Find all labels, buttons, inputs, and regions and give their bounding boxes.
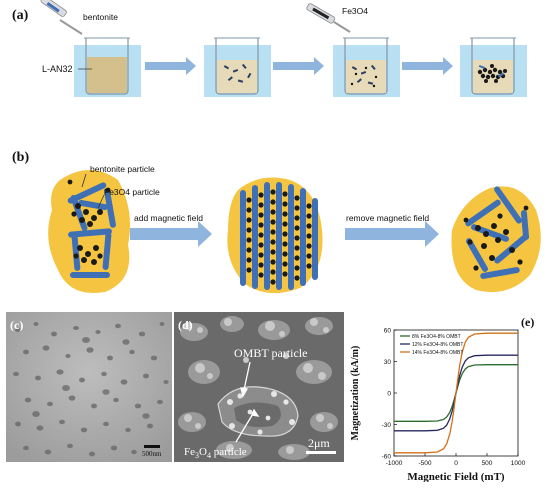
x-tick-label: -500 bbox=[418, 460, 431, 467]
sem-texture bbox=[174, 312, 344, 462]
arrow-3 bbox=[402, 57, 453, 75]
sem-fe3o4-label: Fe3O4 particle bbox=[184, 446, 247, 460]
fe3o4-random bbox=[67, 179, 111, 265]
panel-c-label: (c) bbox=[10, 318, 24, 332]
y-axis-label: Magnetization (kA/m) bbox=[350, 346, 361, 441]
y-tick-label: -60 bbox=[382, 454, 392, 461]
fe3o4-sub-4: 4 bbox=[363, 6, 369, 16]
arrow-add-field bbox=[130, 221, 212, 247]
beaker-2 bbox=[204, 37, 271, 97]
x-tick-label: -1000 bbox=[386, 460, 403, 467]
sem-o: O bbox=[199, 446, 207, 458]
legend-label: 14% Fe3O4-8% OMBT bbox=[412, 350, 463, 356]
liquid-pointer bbox=[78, 68, 92, 70]
sem-scale-label: 2μm bbox=[308, 436, 330, 450]
arrow-1 bbox=[145, 57, 196, 75]
clay-aligned bbox=[240, 182, 318, 290]
y-tick-label: 0 bbox=[387, 391, 391, 398]
pointer-bentonite bbox=[81, 173, 87, 188]
arrow-2 bbox=[273, 57, 324, 75]
x-tick-label: 0 bbox=[454, 460, 458, 467]
legend-label: 8% Fe3O4-8% OMBT bbox=[412, 334, 461, 340]
ombt-particle-label: OMBT particle bbox=[234, 346, 308, 360]
add-field-label: add magnetic field bbox=[134, 213, 203, 223]
sem-sub-3: 3 bbox=[195, 451, 199, 461]
x-tick-label: 500 bbox=[482, 460, 493, 467]
panel-e-label: (e) bbox=[521, 315, 534, 329]
panel-a-diagram bbox=[40, 0, 527, 97]
spatula-bentonite-icon bbox=[40, 0, 83, 35]
panel-d-label: (d) bbox=[178, 318, 193, 332]
sem-image: (d) OMBT particle Fe3O4 particle 2μm bbox=[174, 312, 344, 462]
fe3o4-relaxed bbox=[463, 205, 529, 271]
sem-sub-4: 4 bbox=[206, 451, 211, 461]
panel-b-label: (b) bbox=[12, 150, 30, 165]
beaker-4 bbox=[460, 37, 527, 97]
liquid-label: L-AN32 bbox=[42, 64, 73, 74]
magnetization-chart: (e) -1000 -500 0 500 1000 -60 -30 0 30 60 8% Fe3O… bbox=[350, 315, 534, 482]
fe3o4-o: O bbox=[356, 6, 364, 16]
bentonite-label: bentonite bbox=[83, 12, 118, 22]
fe3o4-fe: Fe bbox=[342, 6, 352, 16]
beaker-3 bbox=[333, 37, 400, 97]
y-tick-label: 60 bbox=[384, 328, 392, 335]
fe3o4-label: Fe3O4 bbox=[342, 6, 368, 16]
spatula-fe3o4-icon bbox=[306, 3, 351, 33]
fe3o4-sub-3: 3 bbox=[351, 6, 357, 16]
panel-a-label: (a) bbox=[12, 8, 29, 23]
tem-texture bbox=[6, 312, 172, 462]
y-tick-label: 30 bbox=[384, 359, 392, 366]
legend: 8% Fe3O4-8% OMBT 12% Fe3O4-8% OMBT 14% Fe3… bbox=[400, 334, 463, 356]
series-line bbox=[394, 332, 518, 454]
legend-label: 12% Fe3O4-8% OMBT bbox=[412, 342, 463, 348]
x-axis-label: Magnetic Field (mT) bbox=[407, 471, 504, 482]
pointer-fe3o4 bbox=[97, 194, 105, 209]
x-tick-label: 1000 bbox=[511, 460, 526, 467]
tem-image: (c) 500nm bbox=[6, 312, 172, 462]
tem-scale-label: 500nm bbox=[142, 450, 162, 458]
y-tick-label: -30 bbox=[382, 422, 392, 429]
sem-particle-word: particle bbox=[210, 446, 247, 458]
bentonite-particle-label: bentonite particle bbox=[90, 164, 155, 174]
beaker-1 bbox=[74, 37, 141, 97]
sem-fe: Fe bbox=[184, 446, 195, 458]
remove-field-label: remove magnetic field bbox=[346, 213, 430, 223]
panel-b-diagram bbox=[48, 170, 541, 294]
fe3o4-chains bbox=[246, 189, 312, 285]
fe3o4-particle-label: Fe3O4 particle bbox=[104, 187, 160, 197]
arrow-remove-field bbox=[345, 221, 439, 247]
